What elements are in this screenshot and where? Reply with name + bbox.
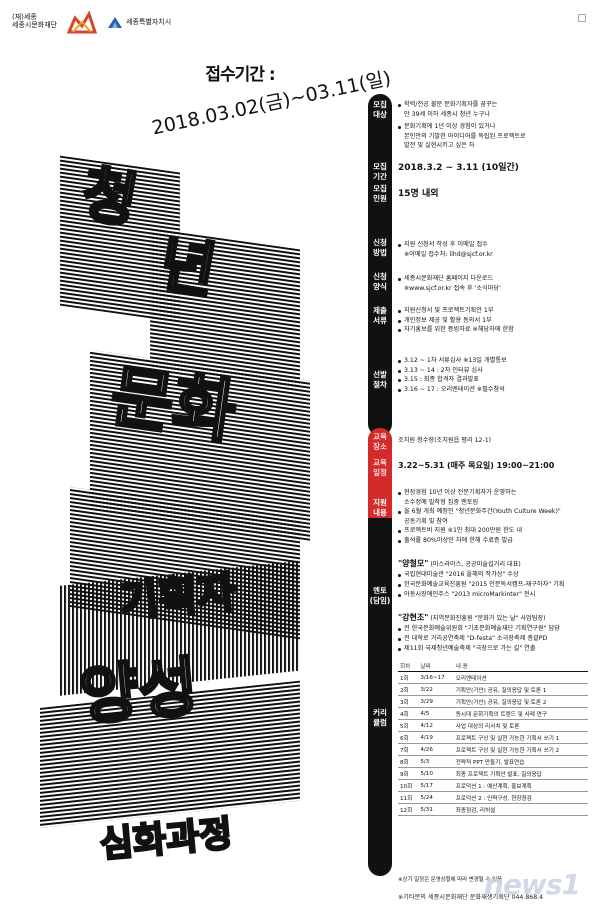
session-cell: 6회 — [398, 731, 419, 744]
period-label: 접수기간 : — [205, 65, 275, 85]
date-cell: 5/17 — [418, 779, 454, 792]
city-logo: 세종특별자치시 — [107, 15, 171, 29]
application-period: 접수기간 : 2018.03.02(금)~03.11(일) — [150, 60, 393, 139]
info-sidebar-top — [368, 94, 392, 436]
session-cell: 9회 — [398, 767, 419, 780]
content-cell: 기획안(가안) 공유, 질의응답 및 토론 2 — [453, 695, 588, 708]
count-value: 15명 내외 — [398, 189, 439, 199]
date-cell: 4/12 — [418, 719, 454, 732]
mentor-1: "양철모" (미스라이스, 공공미술섭거리 대표) 국립현대미술관 "2016 … — [398, 559, 565, 598]
label-period: 모집 기간 — [373, 162, 387, 181]
label-support: 지원 내용 — [373, 498, 387, 517]
content-cell: 기획안(가안) 공유, 질의응답 및 토론 1 — [453, 683, 588, 696]
label-schedule: 교육 일정 — [373, 458, 387, 477]
content-cell: 오리엔테이션 — [453, 671, 588, 684]
foundation-logo: (재)세종 세종시문화재단 — [12, 14, 57, 29]
content-cell: 프로젝트 구상 및 실현 가능한 기획서 쓰기 1 — [453, 731, 588, 744]
date-cell: 5/10 — [418, 767, 454, 780]
content-cell: 최종 프로젝트 기획안 발표, 질의응답 — [453, 767, 588, 780]
session-cell: 10회 — [398, 779, 419, 792]
schedule-info: 3.22~5.31 (매주 목요일) 19:00~21:00 — [398, 461, 555, 470]
label-target: 모집 대상 — [373, 100, 387, 119]
title-char-3: 문화 — [106, 357, 241, 453]
title-char-2: 년 — [155, 229, 222, 308]
city-name: 세종특별자치시 — [126, 18, 172, 26]
label-form: 신청 양식 — [373, 272, 387, 291]
session-cell: 7회 — [398, 743, 419, 756]
content-cell: 동시대 문화기획의 트렌드 및 사례 연구 — [453, 707, 588, 720]
title-char-4: 기획자 — [118, 567, 238, 626]
session-cell: 1회 — [398, 671, 419, 684]
session-cell: 11회 — [398, 791, 419, 804]
content-cell: 프로덕션 1 : 예산계획, 홍보계획 — [453, 779, 588, 792]
info-sidebar-bottom — [368, 428, 392, 876]
target-info: 학력/전공 불문 문화기획자를 꿈꾸는 만 39세 이하 세종시 청년 누구나 … — [398, 100, 583, 151]
session-cell: 12회 — [398, 803, 419, 816]
date-cell: 3/29 — [418, 695, 454, 708]
header-logos: (재)세종 세종시문화재단 세종특별자치시 — [12, 10, 171, 34]
period-dates: 2018.03.02(금)~03.11(일) — [149, 67, 393, 140]
label-method: 신청 방법 — [373, 238, 387, 257]
corner-mark — [578, 14, 586, 22]
title-char-5: 양성 — [77, 651, 201, 735]
mentor-2: "강현조" (지역문화진흥원 "문화가 있는 날" 사업팀장) 전 한국문화예술… — [398, 613, 560, 652]
date-cell: 5/31 — [418, 803, 454, 816]
date-cell: 4/26 — [418, 743, 454, 756]
session-cell: 5회 — [398, 719, 419, 732]
curriculum-header: 회차 날짜 내 용 — [398, 660, 588, 672]
curriculum-note: ※상기 일정은 운영상황에 따라 변경될 수 있음 — [398, 877, 503, 883]
content-cell: 최종점검, 리허설 — [453, 803, 588, 816]
period-value: 2018.3.2 ~ 3.11 (10일간) — [398, 163, 519, 173]
content-cell: 프로젝트 구상 및 실현 가능한 기획서 쓰기 2 — [453, 743, 588, 756]
session-cell: 4회 — [398, 707, 419, 720]
foundation-name: 세종시문화재단 — [12, 21, 58, 29]
docs-info: 지원신청서 및 프로젝트기획안 1부 개인정보 제공 및 활용 동의서 1부 자… — [398, 306, 583, 335]
date-cell: 3/16~17 — [418, 671, 454, 684]
label-place: 교육 장소 — [373, 432, 387, 451]
label-mentor: 멘토 (담임) — [369, 586, 391, 605]
support-info: 현장경험 10년 이상 전문기획자가 운영하는 소수정예 밀착형 집중 멘토링 … — [398, 488, 583, 546]
date-cell: 5/3 — [418, 755, 454, 768]
title-3d-graphic: 청 년 문화 기획자 양성 심화과정 — [40, 155, 310, 867]
title-char-6: 심화과정 — [98, 814, 234, 866]
foundation-small-text: (재)세종 — [12, 13, 37, 22]
foundation-crest-icon — [67, 10, 98, 34]
content-cell: 프로덕션 2 : 인력구성, 현장점검 — [453, 791, 588, 804]
content-cell: 사업 대상의 리서치 및 토론 — [453, 719, 588, 732]
date-cell: 5/24 — [418, 791, 454, 804]
session-cell: 2회 — [398, 683, 419, 696]
method-info: 지원 신청서 작성 후 이메일 접수 ※이메일 접수처: lihd@sjcf.o… — [398, 240, 583, 259]
label-selection: 선발 절차 — [373, 370, 387, 389]
label-count: 모집 인원 — [373, 184, 387, 203]
date-cell: 4/5 — [418, 707, 454, 720]
title-char-1: 청 — [76, 159, 143, 238]
form-info: 세종시문화재단 홈페이지 다운로드 ※www.sjcf.or.kr 접속 후 '… — [398, 274, 583, 293]
watermark: news1 — [484, 868, 581, 901]
label-docs: 제출 서류 — [373, 306, 387, 325]
selection-info: 3.12 ~ 1차 서류심사 ※13일 개별통보 3.13 ~ 14 : 2차 … — [398, 356, 583, 394]
city-emblem-icon — [108, 17, 123, 28]
date-cell: 3/22 — [418, 683, 454, 696]
content-cell: 전략적 PPT 만들기, 발표연습 — [453, 755, 588, 768]
label-curriculum: 커리 큘럼 — [373, 708, 387, 727]
date-cell: 4/19 — [418, 731, 454, 744]
place-info: 조치원 청수장(조치원읍 평리 12-1) — [398, 437, 492, 444]
session-cell: 8회 — [398, 755, 419, 768]
inquiry-note: ※기타문의 세종시문화재단 문화재생기획단 044.868.4 — [398, 894, 544, 901]
session-cell: 3회 — [398, 695, 419, 708]
